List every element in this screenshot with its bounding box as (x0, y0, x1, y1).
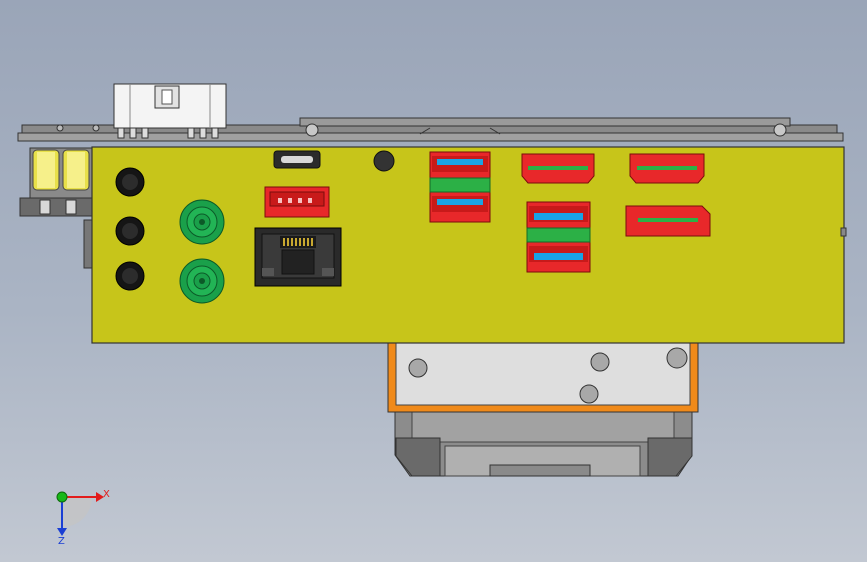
sma-antenna-connector-2[interactable] (179, 258, 225, 304)
left-standoffs (19, 147, 93, 269)
x-axis-label: X (103, 489, 110, 500)
hdmi-port-2[interactable] (629, 153, 705, 184)
usb-a-single-port[interactable] (264, 186, 330, 218)
usb-a-dual-stack-top[interactable] (429, 151, 491, 223)
audio-jack-3[interactable] (115, 261, 145, 291)
hdmi-port-3[interactable] (625, 205, 711, 237)
audio-jack-1[interactable] (115, 167, 145, 197)
top-plates (17, 117, 844, 142)
usb-c-port[interactable] (273, 150, 321, 169)
coordinate-triad: X Z (56, 489, 110, 547)
mounting-plate (387, 339, 699, 413)
heatsink (394, 411, 693, 477)
rj45-ethernet-port[interactable] (254, 227, 342, 287)
sma-antenna-connector-1[interactable] (179, 199, 225, 245)
usb-a-dual-stack-bottom[interactable] (526, 201, 591, 273)
top-connector (113, 83, 227, 139)
hdmi-port-1[interactable] (521, 153, 595, 184)
board-mounting-hole (373, 150, 395, 172)
z-axis-label: Z (58, 536, 65, 547)
audio-jack-2[interactable] (115, 216, 145, 246)
